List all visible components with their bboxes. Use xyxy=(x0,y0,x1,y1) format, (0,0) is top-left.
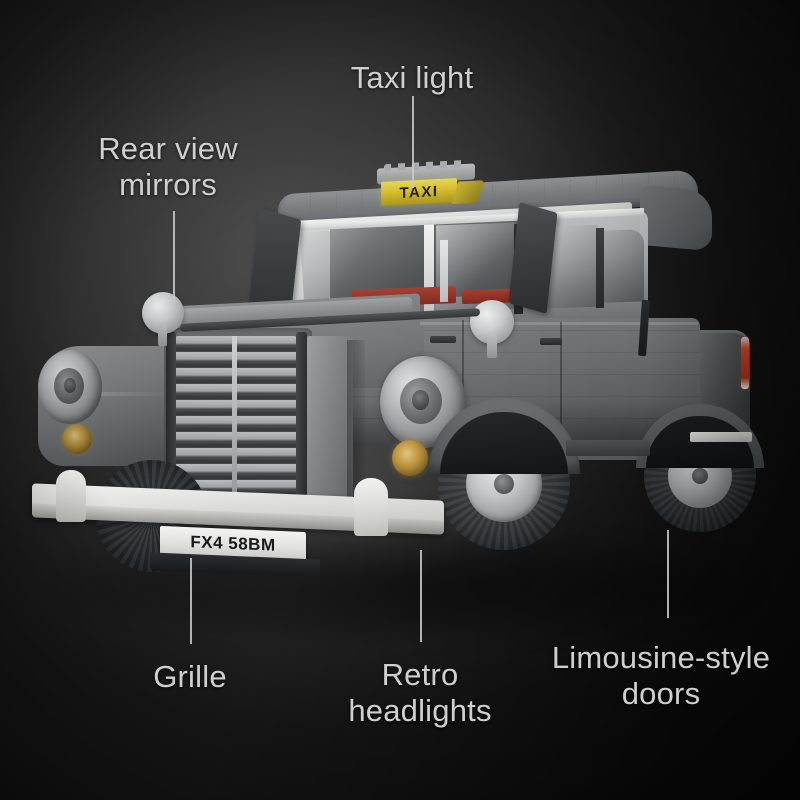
callout-label-taxi-light: Taxi light xyxy=(350,60,474,95)
leader-line-taxi-light xyxy=(412,96,414,188)
callout-label-retro-headlights: Retro headlights xyxy=(348,657,492,728)
leader-line-limousine-style-doors xyxy=(667,530,669,618)
callout-label-rear-view-mirrors: Rear view mirrors xyxy=(98,131,238,202)
leader-line-retro-headlights xyxy=(420,550,422,642)
callout-label-limousine-style-doors: Limousine-style doors xyxy=(551,640,771,711)
callout-label-grille: Grille xyxy=(153,659,227,694)
leader-line-rear-view-mirrors xyxy=(173,211,175,301)
leader-line-grille xyxy=(190,558,192,644)
